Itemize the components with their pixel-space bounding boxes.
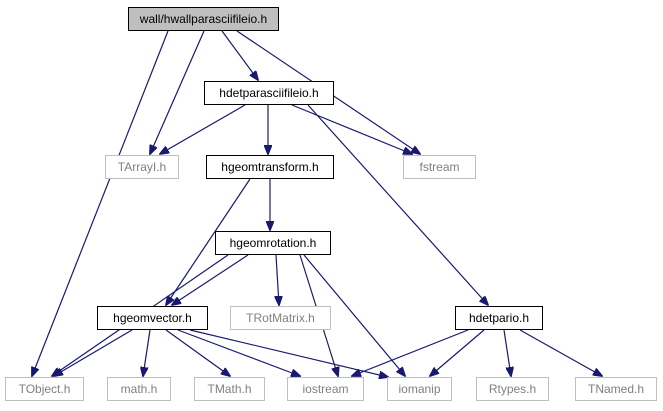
node-TArrayI: TArrayI.h — [105, 155, 179, 179]
node-box — [97, 306, 208, 330]
node-TNamed: TNamed.h — [575, 377, 657, 401]
node-Rtypes: Rtypes.h — [476, 377, 549, 401]
edge-root-to-TObject — [32, 30, 169, 376]
node-box — [105, 155, 179, 179]
node-iostream: iostream — [287, 377, 364, 401]
node-label: hgeomtransform.h — [221, 160, 318, 174]
node-label: iostream — [302, 382, 348, 396]
node-label: TRotMatrix.h — [246, 311, 315, 325]
edge-hgeomvector-to-iostream — [177, 329, 300, 376]
edge-hdetparasciifileio-to-fstream — [291, 104, 412, 154]
node-math: math.h — [107, 377, 171, 401]
node-label: TArrayI.h — [118, 160, 166, 174]
node-box — [194, 377, 265, 401]
node-label: iomanip — [398, 382, 440, 396]
node-box — [476, 377, 549, 401]
node-box — [287, 377, 364, 401]
edge-hdetpario-to-TNamed — [519, 329, 602, 376]
edge-hdetparasciifileio-to-hdetpario — [307, 104, 488, 305]
node-hdetparasciifileio[interactable]: hdetparasciifileio.h — [204, 81, 334, 105]
node-label: hgeomrotation.h — [230, 236, 317, 250]
edge-hgeomvector-to-TObject — [54, 329, 133, 376]
node-TObject: TObject.h — [5, 377, 84, 401]
node-box — [107, 377, 171, 401]
node-label: Rtypes.h — [489, 382, 536, 396]
node-hgeomrotation[interactable]: hgeomrotation.h — [215, 231, 331, 255]
nodes-layer: wall/hwallparasciifileio.h hdetparasciifi… — [5, 7, 657, 401]
node-label: hdetpario.h — [469, 311, 529, 325]
node-box — [5, 377, 84, 401]
edge-hdetpario-to-iostream — [352, 329, 469, 376]
edge-hgeomvector-to-iomanip — [189, 329, 388, 377]
node-label: fstream — [419, 160, 459, 174]
node-label: hdetparasciifileio.h — [219, 86, 318, 100]
node-box — [403, 155, 476, 179]
node-iomanip: iomanip — [387, 377, 452, 401]
node-hgeomvector[interactable]: hgeomvector.h — [97, 306, 208, 330]
node-box — [575, 377, 657, 401]
node-label: TNamed.h — [588, 382, 644, 396]
node-TMath: TMath.h — [194, 377, 265, 401]
edge-root-to-hdetparasciifileio — [221, 30, 258, 80]
node-box — [215, 231, 331, 255]
edge-hgeomrotation-to-TRotMatrix — [276, 254, 279, 305]
edge-hgeomvector-to-TMath — [165, 329, 230, 376]
node-box — [204, 81, 334, 105]
node-label: hgeomvector.h — [113, 311, 192, 325]
edge-hgeomrotation-to-iomanip — [303, 254, 405, 376]
edge-hdetparasciifileio-to-TArrayI — [160, 104, 246, 154]
node-fstream: fstream — [403, 155, 476, 179]
edge-root-to-TArrayI — [150, 30, 205, 154]
node-root[interactable]: wall/hwallparasciifileio.h — [128, 7, 279, 31]
edge-hgeomtransform-to-hgeomvector — [166, 178, 251, 305]
node-label: math.h — [121, 382, 158, 396]
node-box — [128, 7, 279, 31]
node-label: TMath.h — [207, 382, 251, 396]
edge-hgeomrotation-to-hgeomvector — [172, 254, 249, 305]
edge-hdetpario-to-iomanip — [430, 329, 485, 376]
node-hdetpario[interactable]: hdetpario.h — [455, 306, 543, 330]
node-TRotMatrix: TRotMatrix.h — [230, 306, 331, 330]
node-box — [206, 155, 334, 179]
node-box — [387, 377, 452, 401]
node-hgeomtransform[interactable]: hgeomtransform.h — [206, 155, 334, 179]
node-box — [455, 306, 543, 330]
edge-hgeomvector-to-math — [143, 329, 151, 376]
node-box — [230, 306, 331, 330]
node-label: TObject.h — [19, 382, 71, 396]
edge-hdetpario-to-Rtypes — [503, 329, 511, 376]
node-label: wall/hwallparasciifileio.h — [139, 12, 267, 26]
